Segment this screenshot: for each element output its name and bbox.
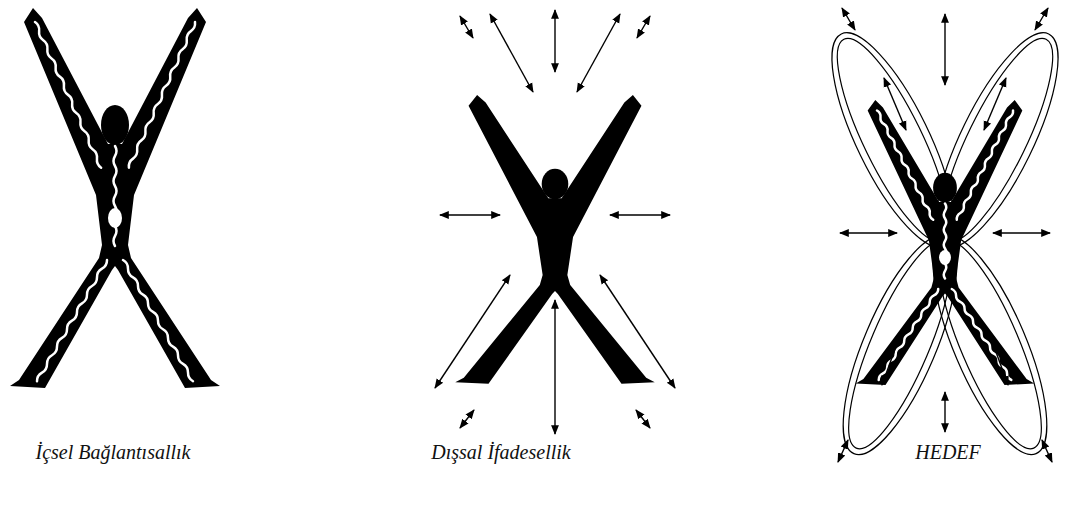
arrows: [838, 8, 1052, 462]
figure-outer: [435, 10, 675, 434]
human-figure: [10, 8, 220, 388]
caption-label: HEDEF: [915, 441, 981, 463]
human-figure: [856, 100, 1035, 385]
arrows: [435, 10, 675, 434]
inner-lines: [34, 21, 197, 382]
inner-lines: [876, 110, 1014, 380]
caption-label: İçsel Bağlantısallık: [36, 441, 191, 463]
caption-box: HEDEF: [915, 440, 981, 464]
figure-goal: [809, 8, 1070, 468]
loops: [809, 18, 1070, 468]
caption-box: Dışsal İfadesellik: [431, 440, 570, 464]
figure-inner: [10, 8, 220, 388]
caption-box: İçsel Bağlantısallık: [36, 440, 191, 464]
caption-label: Dışsal İfadesellik: [431, 441, 570, 463]
